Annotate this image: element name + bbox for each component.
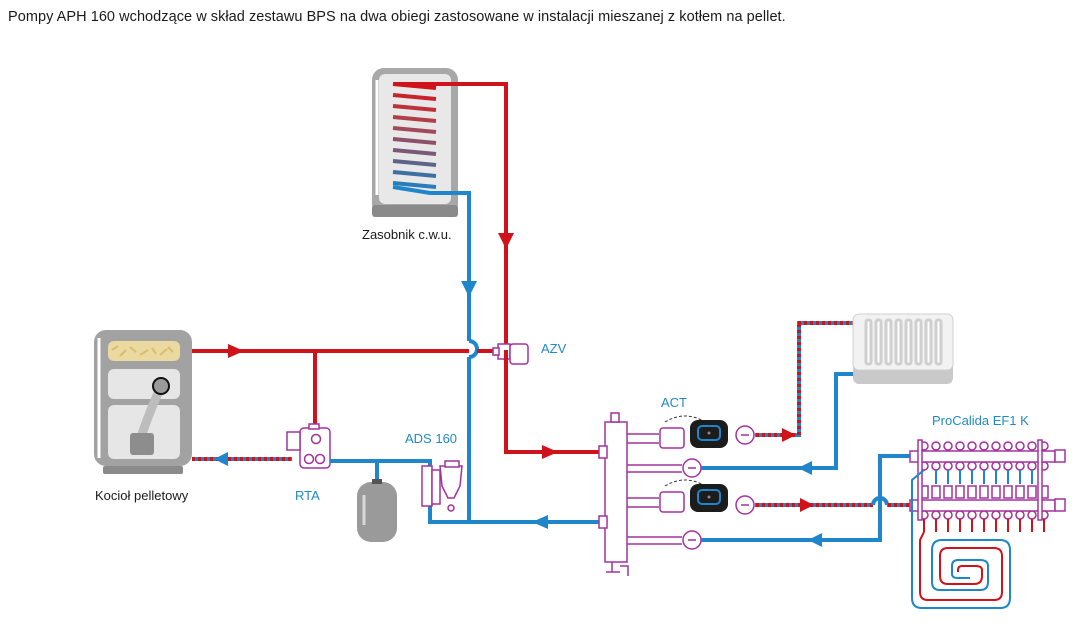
- circuit-1-supply: [627, 321, 855, 449]
- flow-arrow-right-red-2: [542, 445, 558, 459]
- manifold-label: ProCalida EF1 K: [932, 413, 1029, 428]
- tank-label: Zasobnik c.w.u.: [362, 227, 452, 242]
- pump-aph-160-1: [690, 420, 728, 448]
- pellet-boiler: [94, 330, 192, 474]
- underfloor-manifold: [909, 439, 1066, 532]
- flow-arrow-left-blue-2: [532, 515, 548, 529]
- tank-supply-pipe: [393, 82, 508, 350]
- diagram-title: Pompy APH 160 wchodzące w skład zestawu …: [8, 9, 786, 25]
- azv-label: AZV: [541, 341, 567, 356]
- ads-separator: [421, 460, 463, 512]
- tank-coil: [392, 82, 437, 189]
- circuit-1-return: [627, 372, 855, 478]
- flow-arrow-down-blue: [461, 281, 477, 297]
- rta-valve: [286, 423, 331, 469]
- flow-arrow-right-red: [228, 344, 244, 358]
- flow-arrow-down-red: [498, 233, 514, 249]
- hot-water-tank: [372, 68, 458, 217]
- tank-return-pipe: [392, 185, 471, 522]
- boiler-return-pipe: [192, 457, 292, 461]
- act-label: ACT: [661, 395, 687, 410]
- azv-valve: [492, 343, 529, 365]
- radiator: [852, 313, 954, 384]
- pump-aph-160-2: [690, 484, 728, 512]
- bps-distributor: [598, 412, 629, 576]
- flow-arrow-left-blue: [214, 452, 228, 466]
- rta-label: RTA: [295, 488, 320, 503]
- floor-heating-loop: [911, 469, 1011, 609]
- circuit-2-supply: [627, 479, 910, 515]
- boiler-label: Kocioł pelletowy: [95, 488, 189, 503]
- circuit-2-return: [627, 454, 910, 550]
- expansion-vessel: [357, 479, 397, 542]
- ads-label: ADS 160: [405, 431, 458, 446]
